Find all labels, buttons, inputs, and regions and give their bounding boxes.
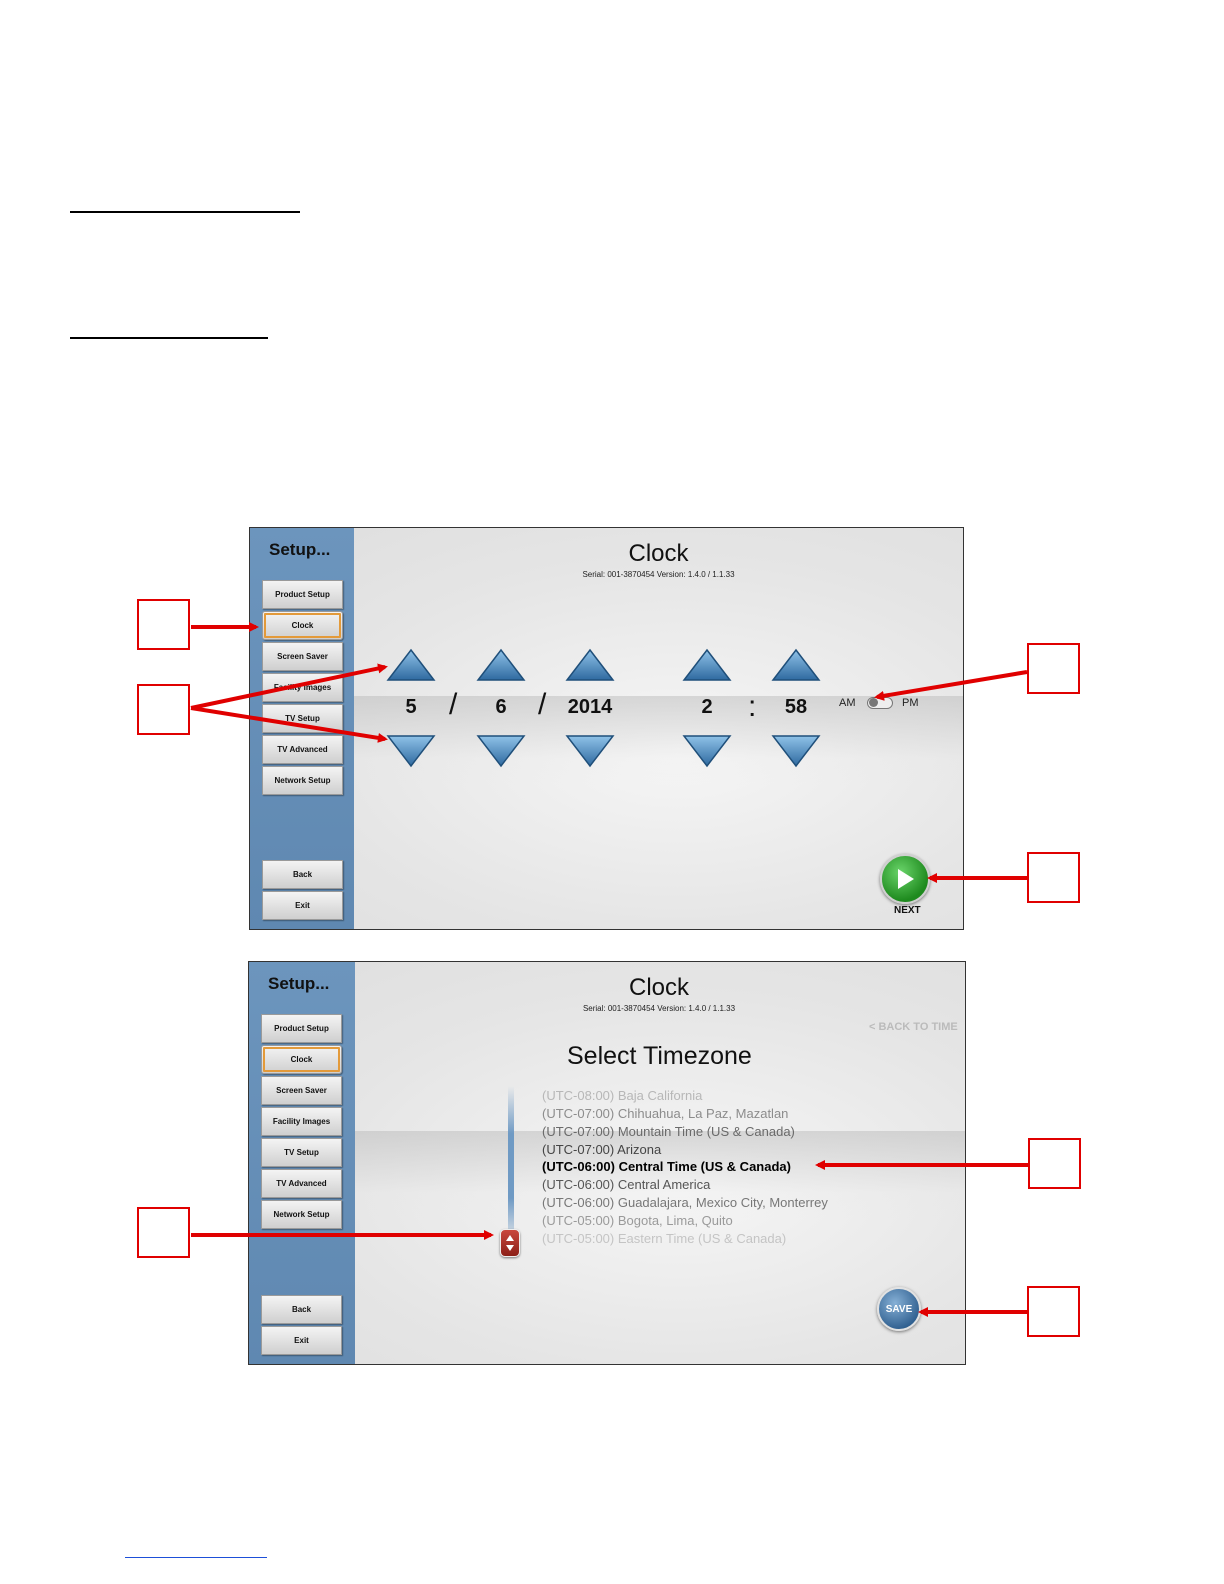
sidebar-item-clock[interactable]: Clock (262, 611, 343, 640)
year-down-arrow-icon[interactable] (565, 734, 615, 768)
up-down-arrows-icon (506, 1235, 514, 1251)
back-button[interactable]: Back (261, 1295, 342, 1324)
am-pm-toggle[interactable] (867, 697, 893, 709)
sidebar-item-tv-advanced[interactable]: TV Advanced (261, 1169, 342, 1198)
select-timezone-heading: Select Timezone (567, 1042, 752, 1070)
year-value: 2014 (567, 696, 613, 718)
back-button[interactable]: Back (262, 860, 343, 889)
next-button[interactable] (880, 854, 930, 904)
timezone-option[interactable]: (UTC-05:00) Bogota, Lima, Quito (542, 1213, 733, 1228)
exit-button[interactable]: Exit (261, 1326, 342, 1355)
sidebar-item-tv-advanced[interactable]: TV Advanced (262, 735, 343, 764)
timezone-option[interactable]: (UTC-07:00) Mountain Time (US & Canada) (542, 1124, 795, 1139)
heading-underline-1 (70, 211, 300, 213)
sidebar-item-network-setup[interactable]: Network Setup (262, 766, 343, 795)
minute-down-arrow-icon[interactable] (771, 734, 821, 768)
exit-button[interactable]: Exit (262, 891, 343, 920)
callout-box-1 (137, 599, 190, 650)
setup-sidebar: Setup... Product Setup Clock Screen Save… (250, 528, 354, 929)
callout-box-4 (1027, 852, 1080, 903)
pm-label: PM (902, 697, 919, 709)
month-down-arrow-icon[interactable] (386, 734, 436, 768)
day-value: 6 (495, 696, 507, 718)
am-label: AM (839, 697, 856, 709)
back-to-time-link[interactable]: < BACK TO TIME (869, 1021, 958, 1033)
month-value: 5 (405, 696, 417, 718)
save-button[interactable]: SAVE (877, 1287, 921, 1331)
sidebar-title: Setup... (269, 540, 331, 559)
play-icon (898, 869, 914, 889)
callout-box-5 (1028, 1138, 1081, 1189)
serial-version-text: Serial: 001-3870454 Version: 1.4.0 / 1.1… (582, 570, 735, 579)
timezone-option[interactable]: (UTC-06:00) Guadalajara, Mexico City, Mo… (542, 1195, 828, 1210)
hour-up-arrow-icon[interactable] (682, 648, 732, 682)
sidebar-item-facility-images[interactable]: Facility Images (261, 1107, 342, 1136)
sidebar-title: Setup... (268, 974, 330, 993)
month-up-arrow-icon[interactable] (386, 648, 436, 682)
sidebar-item-facility-images[interactable]: Facility Images (262, 673, 343, 702)
sidebar-item-screen-saver[interactable]: Screen Saver (262, 642, 343, 671)
callout-box-6 (137, 1207, 190, 1258)
hour-value: 2 (701, 696, 713, 718)
minute-up-arrow-icon[interactable] (771, 648, 821, 682)
footnote-link-underline (125, 1557, 267, 1558)
clock-time-screenshot: Setup... Product Setup Clock Screen Save… (249, 527, 964, 930)
next-label: NEXT (894, 905, 921, 916)
scroll-thumb[interactable] (500, 1229, 520, 1257)
timezone-scrollbar[interactable] (508, 1086, 514, 1246)
year-up-arrow-icon[interactable] (565, 648, 615, 682)
sidebar-item-screen-saver[interactable]: Screen Saver (261, 1076, 342, 1105)
timezone-option[interactable]: (UTC-05:00) Eastern Time (US & Canada) (542, 1231, 787, 1246)
page-title: Clock (628, 974, 689, 1001)
day-up-arrow-icon[interactable] (476, 648, 526, 682)
sidebar-item-clock[interactable]: Clock (261, 1045, 342, 1074)
callout-box-7 (1027, 1286, 1080, 1337)
callout-box-3 (1027, 643, 1080, 694)
page-title: Clock (628, 540, 689, 567)
clock-timezone-screenshot: Setup... Product Setup Clock Screen Save… (248, 961, 966, 1365)
date-separator-1: / (449, 688, 458, 721)
minute-value: 58 (784, 696, 808, 718)
callout-box-2 (137, 684, 190, 735)
timezone-option-selected[interactable]: (UTC-06:00) Central Time (US & Canada) (542, 1159, 791, 1174)
timezone-option[interactable]: (UTC-07:00) Arizona (542, 1142, 662, 1157)
hour-down-arrow-icon[interactable] (682, 734, 732, 768)
sidebar-item-product-setup[interactable]: Product Setup (261, 1014, 342, 1043)
sidebar-item-network-setup[interactable]: Network Setup (261, 1200, 342, 1229)
time-separator: : (748, 690, 757, 723)
serial-version-text: Serial: 001-3870454 Version: 1.4.0 / 1.1… (582, 1004, 736, 1013)
sidebar-item-product-setup[interactable]: Product Setup (262, 580, 343, 609)
sidebar-item-tv-setup[interactable]: TV Setup (261, 1138, 342, 1167)
day-down-arrow-icon[interactable] (476, 734, 526, 768)
setup-sidebar: Setup... Product Setup Clock Screen Save… (249, 962, 355, 1364)
timezone-option[interactable]: (UTC-06:00) Central America (542, 1177, 711, 1192)
sidebar-item-tv-setup[interactable]: TV Setup (262, 704, 343, 733)
timezone-option[interactable]: (UTC-07:00) Chihuahua, La Paz, Mazatlan (542, 1106, 789, 1121)
date-separator-2: / (538, 688, 547, 721)
heading-underline-2 (70, 337, 268, 339)
timezone-option[interactable]: (UTC-08:00) Baja California (542, 1088, 703, 1103)
